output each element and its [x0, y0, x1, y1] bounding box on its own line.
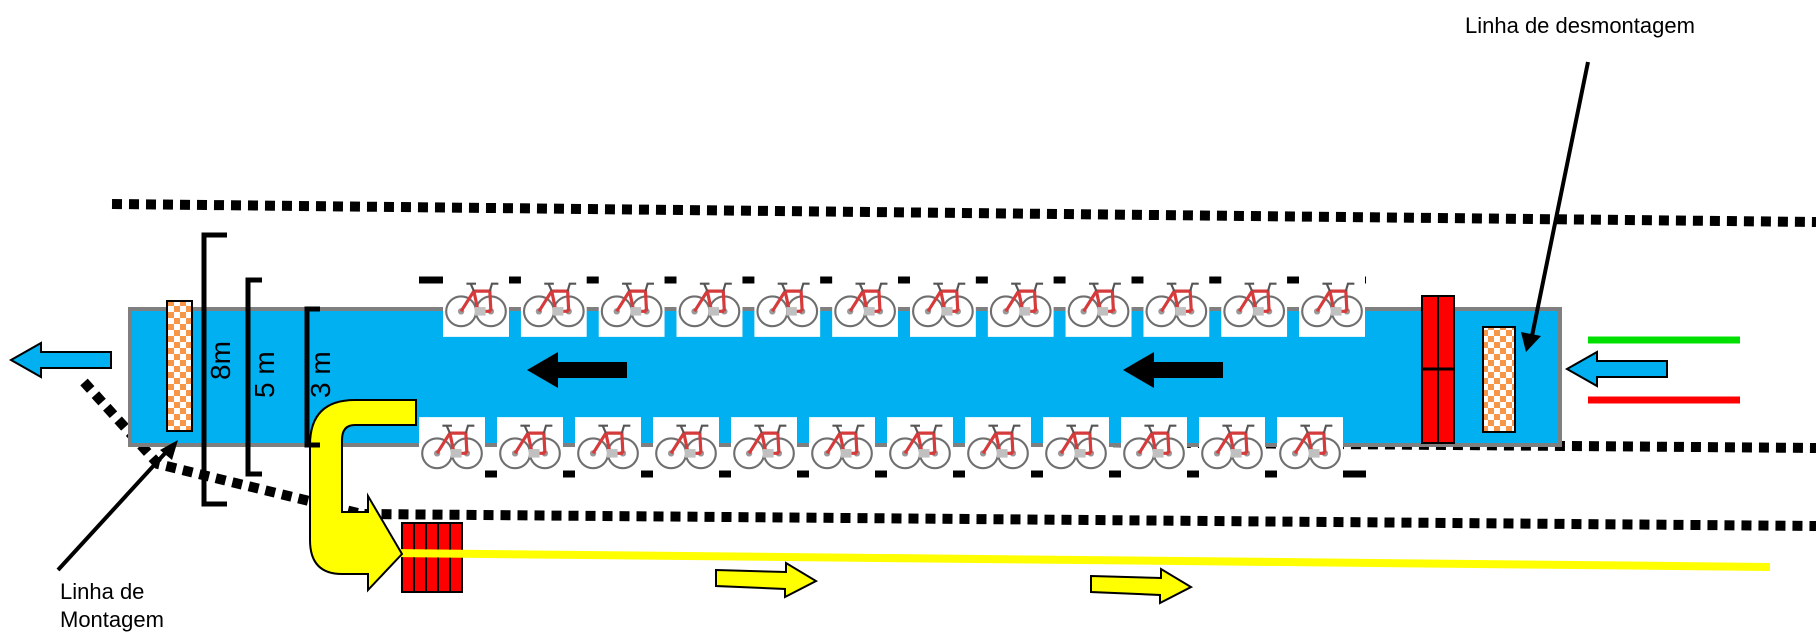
black-arrow-icon — [1123, 352, 1223, 388]
width-label-3m: 3 m — [305, 351, 336, 398]
width-bracket-8m — [201, 232, 227, 507]
assembly-line-label: Linha de Montagem — [60, 578, 164, 634]
checkered-line-icon — [166, 300, 193, 432]
checkered-line-icon — [1482, 326, 1516, 433]
bicycle-icon — [1277, 415, 1343, 481]
pointer-disassembly — [1521, 61, 1590, 352]
width-label-5m: 5 m — [249, 351, 280, 398]
bicycle-icon — [1143, 273, 1210, 339]
bicycle-icon — [497, 415, 563, 481]
yellow-arrow-icon — [1090, 567, 1194, 605]
pointer-assembly — [56, 440, 178, 572]
assembly-line-label-2: Montagem — [60, 607, 164, 632]
road-edge-bottom — [80, 378, 1816, 531]
width-bracket-5m — [245, 277, 262, 477]
disassembly-line-label: Linha de desmontagem — [1465, 13, 1695, 38]
bicycle-icon — [520, 273, 587, 339]
blue-arrow-icon — [8, 341, 112, 379]
road-edge-top — [111, 199, 1816, 227]
bicycle-icon — [575, 415, 641, 481]
bicycle-icon — [653, 415, 719, 481]
bicycle-icon — [1065, 273, 1132, 339]
bicycle-icon — [987, 273, 1054, 339]
bicycle-icon — [965, 415, 1031, 481]
assembly-line-label-1: Linha de — [60, 579, 145, 604]
bicycle-icon — [1221, 273, 1288, 339]
bicycle-icon — [598, 273, 665, 339]
black-arrow-icon — [527, 352, 627, 388]
bicycle-icon — [1199, 415, 1265, 481]
bicycle-icon — [676, 273, 743, 339]
bicycle-icon — [1299, 273, 1365, 339]
width-label-8m: 8m — [205, 341, 236, 380]
bicycle-icon — [419, 415, 485, 481]
u-turn-arrow-icon — [309, 399, 417, 593]
bicycle-icon — [809, 415, 875, 481]
bicycle-icon — [1043, 415, 1109, 481]
bicycle-icon — [832, 273, 899, 339]
bicycle-icon — [887, 415, 953, 481]
yellow-arrow-icon — [715, 561, 819, 599]
bicycle-icon — [443, 273, 509, 339]
bicycle-icon — [1121, 415, 1187, 481]
blue-arrow-icon — [1564, 350, 1668, 388]
barrier-icon — [1421, 295, 1455, 444]
bicycle-icon — [731, 415, 797, 481]
yellow-path-line — [389, 549, 1771, 571]
bicycle-icon — [909, 273, 976, 339]
bicycle-icon — [754, 273, 821, 339]
width-bracket-3m — [304, 306, 320, 448]
